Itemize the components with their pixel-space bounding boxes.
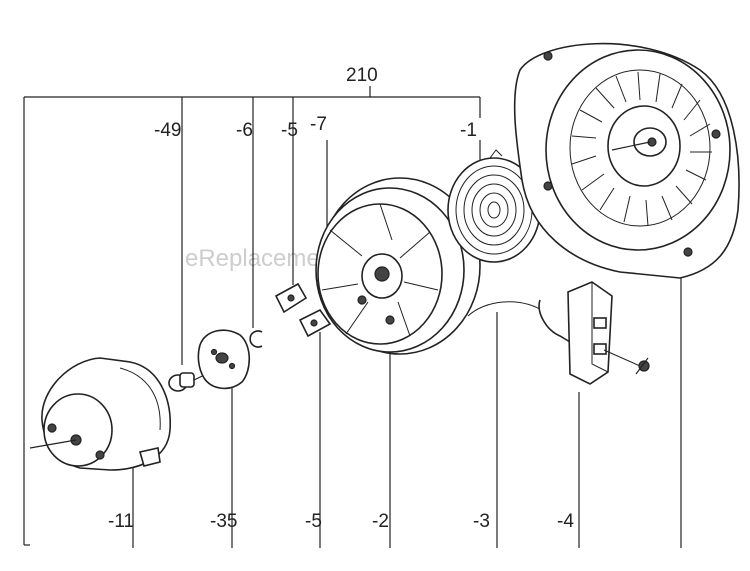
starter-cup-icon <box>29 357 171 471</box>
starter-housing-icon <box>513 42 740 279</box>
starter-handle-icon <box>538 281 650 385</box>
leader-lines-bottom <box>132 278 682 548</box>
callout-1: -1 <box>460 120 477 141</box>
starter-rope-icon <box>467 301 546 317</box>
callout-49: -49 <box>154 120 181 141</box>
clip-ring-icon <box>249 330 263 348</box>
callout-11: -11 <box>108 511 134 532</box>
callout-3: -3 <box>473 511 490 532</box>
callout-5-top: -5 <box>281 120 298 141</box>
ratchet-pawl-icon <box>274 282 332 338</box>
callout-6-top: -6 <box>236 120 253 141</box>
reel-pulley-icon <box>315 177 481 355</box>
friction-plate-icon <box>197 329 251 390</box>
assembly-label: 210 <box>346 65 378 86</box>
callout-4: -4 <box>557 511 574 532</box>
assembly-bracket <box>23 86 481 546</box>
callout-2: -2 <box>372 511 389 532</box>
callout-35: -35 <box>210 511 237 532</box>
callout-7: -7 <box>310 114 327 135</box>
callout-5-bottom: -5 <box>305 511 322 532</box>
